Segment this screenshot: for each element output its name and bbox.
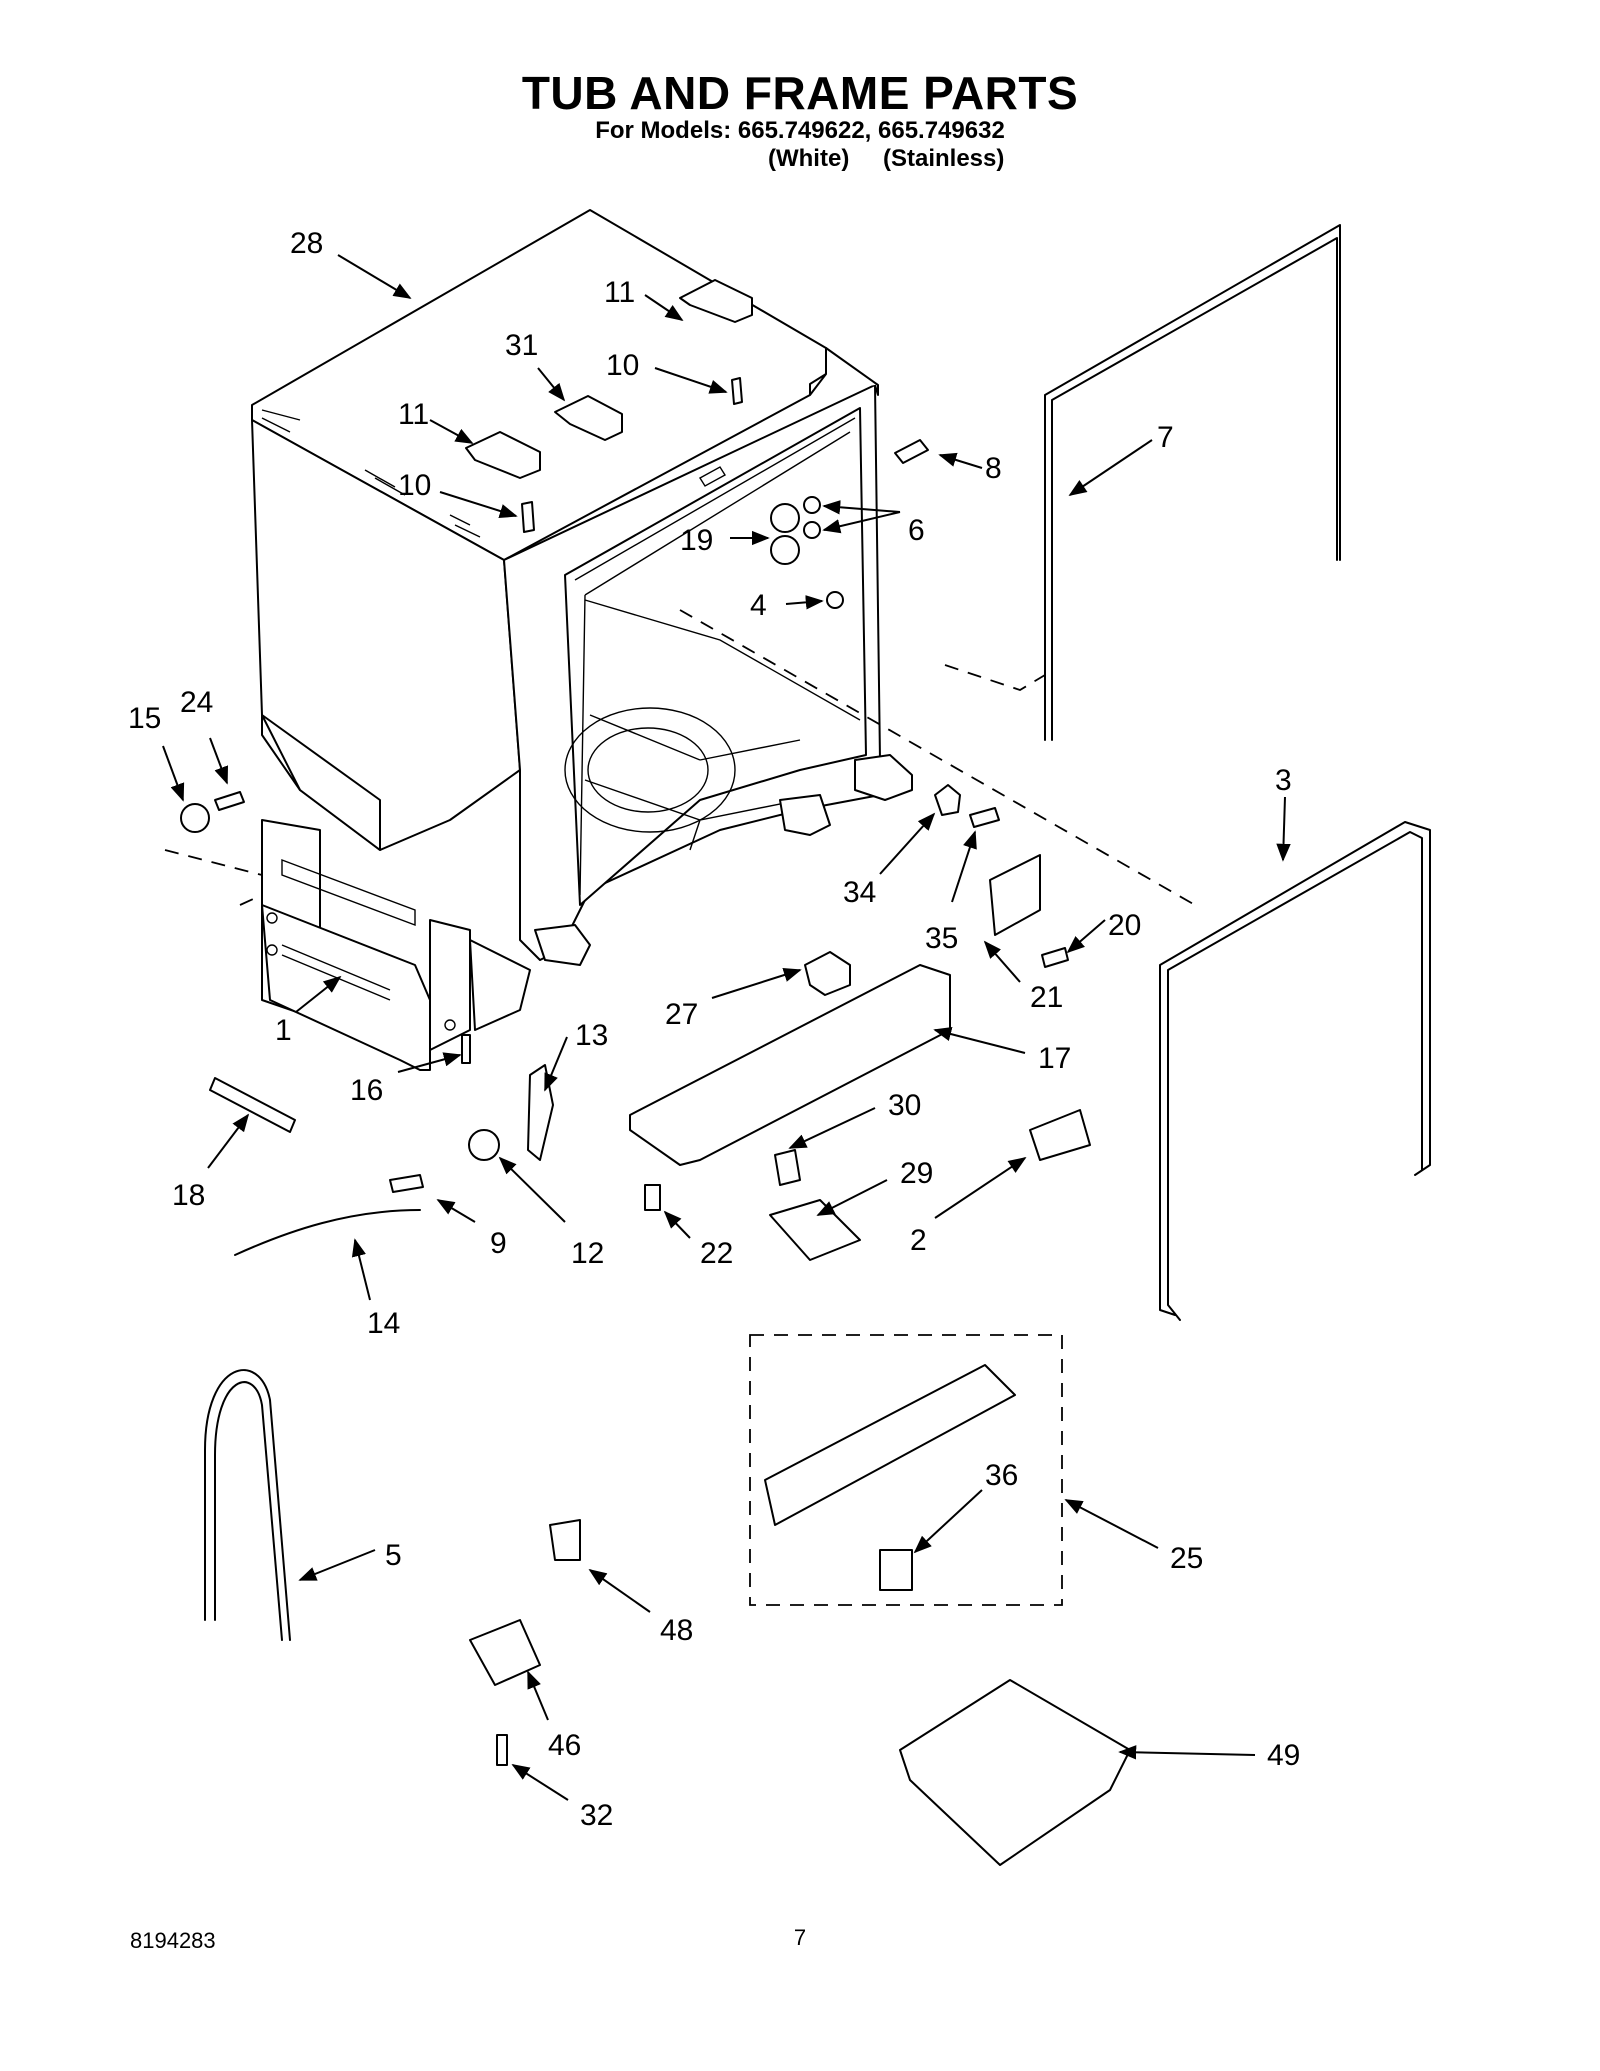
callout-49: 49 <box>1267 1739 1300 1772</box>
callout-48: 48 <box>660 1614 693 1647</box>
callout-9: 9 <box>490 1227 507 1260</box>
nozzle-6-bottom <box>803 521 821 539</box>
callout-6: 6 <box>908 514 925 547</box>
variant-stainless-label: (Stainless) <box>883 145 1005 172</box>
callout-13: 13 <box>575 1019 608 1052</box>
callout-35: 35 <box>925 922 958 955</box>
screw-8 <box>894 439 929 464</box>
bracket-29 <box>769 1199 861 1261</box>
parts-bag-49 <box>899 1679 1131 1866</box>
plug-4 <box>826 591 844 609</box>
callout-5: 5 <box>385 1539 402 1572</box>
callout-17: 17 <box>1038 1042 1071 1075</box>
ref-line-left <box>164 849 263 906</box>
callout-36: 36 <box>985 1459 1018 1492</box>
bracket-11-upper <box>679 279 753 323</box>
callout-1: 1 <box>275 1014 292 1047</box>
callout-34: 34 <box>843 876 876 909</box>
callout-28: 28 <box>290 227 323 260</box>
wheel-15 <box>180 803 210 833</box>
callout-15: 15 <box>128 702 161 735</box>
callout-8: 8 <box>985 452 1002 485</box>
callout-16: 16 <box>350 1074 383 1107</box>
callout-2: 2 <box>910 1224 927 1257</box>
callout-11-lower: 11 <box>398 398 429 431</box>
tub-part <box>251 209 913 1071</box>
callout-7: 7 <box>1157 421 1174 454</box>
callout-12: 12 <box>571 1237 604 1270</box>
callout-18: 18 <box>172 1179 205 1212</box>
vent-34 <box>934 784 961 816</box>
callout-11-upper: 11 <box>604 276 635 309</box>
callout-19: 19 <box>680 524 713 557</box>
callout-32: 32 <box>580 1799 613 1832</box>
ref-line-seal <box>944 664 1046 691</box>
hose-5 <box>204 1369 291 1641</box>
foot-22 <box>644 1184 661 1211</box>
clip-27 <box>804 951 851 996</box>
latch-2 <box>1029 1109 1091 1161</box>
callout-3: 3 <box>1275 764 1292 797</box>
screw-32 <box>496 1734 508 1766</box>
thermostat-30 <box>774 1149 801 1186</box>
screw-16 <box>461 1034 471 1064</box>
screw-35 <box>969 807 1000 828</box>
bracket-21 <box>989 854 1041 936</box>
callout-labels: 28 11 31 10 11 10 8 7 6 19 4 15 24 3 34 … <box>128 227 1300 1832</box>
variant-white-label: (White) <box>768 145 850 172</box>
bracket-11-lower <box>465 431 541 479</box>
spring-48 <box>549 1519 581 1561</box>
screw-20 <box>1041 947 1069 968</box>
arm-assembly-25-box <box>749 1334 1063 1606</box>
callout-25: 25 <box>1170 1542 1203 1575</box>
door-seal-7 <box>1044 224 1341 741</box>
screw-9 <box>389 1174 424 1193</box>
callout-21: 21 <box>1030 981 1063 1014</box>
screw-10-upper <box>731 377 743 405</box>
callout-4: 4 <box>750 589 767 622</box>
fitting-19-top <box>770 503 800 533</box>
callout-20: 20 <box>1108 909 1141 942</box>
tub-gasket-3 <box>1159 821 1431 1321</box>
screw-10-lower <box>521 501 535 533</box>
arm-assembly-25 <box>764 1364 1016 1526</box>
callout-31: 31 <box>505 329 538 362</box>
clip-31 <box>554 395 623 441</box>
fitting-19-bottom <box>770 535 800 565</box>
spring-18 <box>209 1077 296 1133</box>
page-number: 7 <box>793 1925 807 1950</box>
nozzle-6-top <box>803 496 821 514</box>
panel-17 <box>629 964 951 1166</box>
leaders <box>162 254 1291 1801</box>
page-title: TUB AND FRAME PARTS <box>521 67 1079 119</box>
callout-22: 22 <box>700 1237 733 1270</box>
callout-30: 30 <box>888 1089 921 1122</box>
ref-line-right <box>679 609 1196 906</box>
cable-14 <box>234 1209 421 1256</box>
callout-46: 46 <box>548 1729 581 1762</box>
float-36 <box>879 1549 913 1591</box>
screw-24 <box>214 791 245 811</box>
models-line: For Models: 665.749622, 665.749632 <box>595 117 1005 144</box>
roller-12 <box>468 1129 500 1161</box>
callout-24: 24 <box>180 686 213 719</box>
callout-10-lower: 10 <box>398 469 431 502</box>
valve-46 <box>469 1619 541 1686</box>
callout-10-upper: 10 <box>606 349 639 382</box>
callout-14: 14 <box>367 1307 400 1340</box>
document-number: 8194283 <box>130 1928 216 1953</box>
callout-27: 27 <box>665 998 698 1031</box>
callout-29: 29 <box>900 1157 933 1190</box>
